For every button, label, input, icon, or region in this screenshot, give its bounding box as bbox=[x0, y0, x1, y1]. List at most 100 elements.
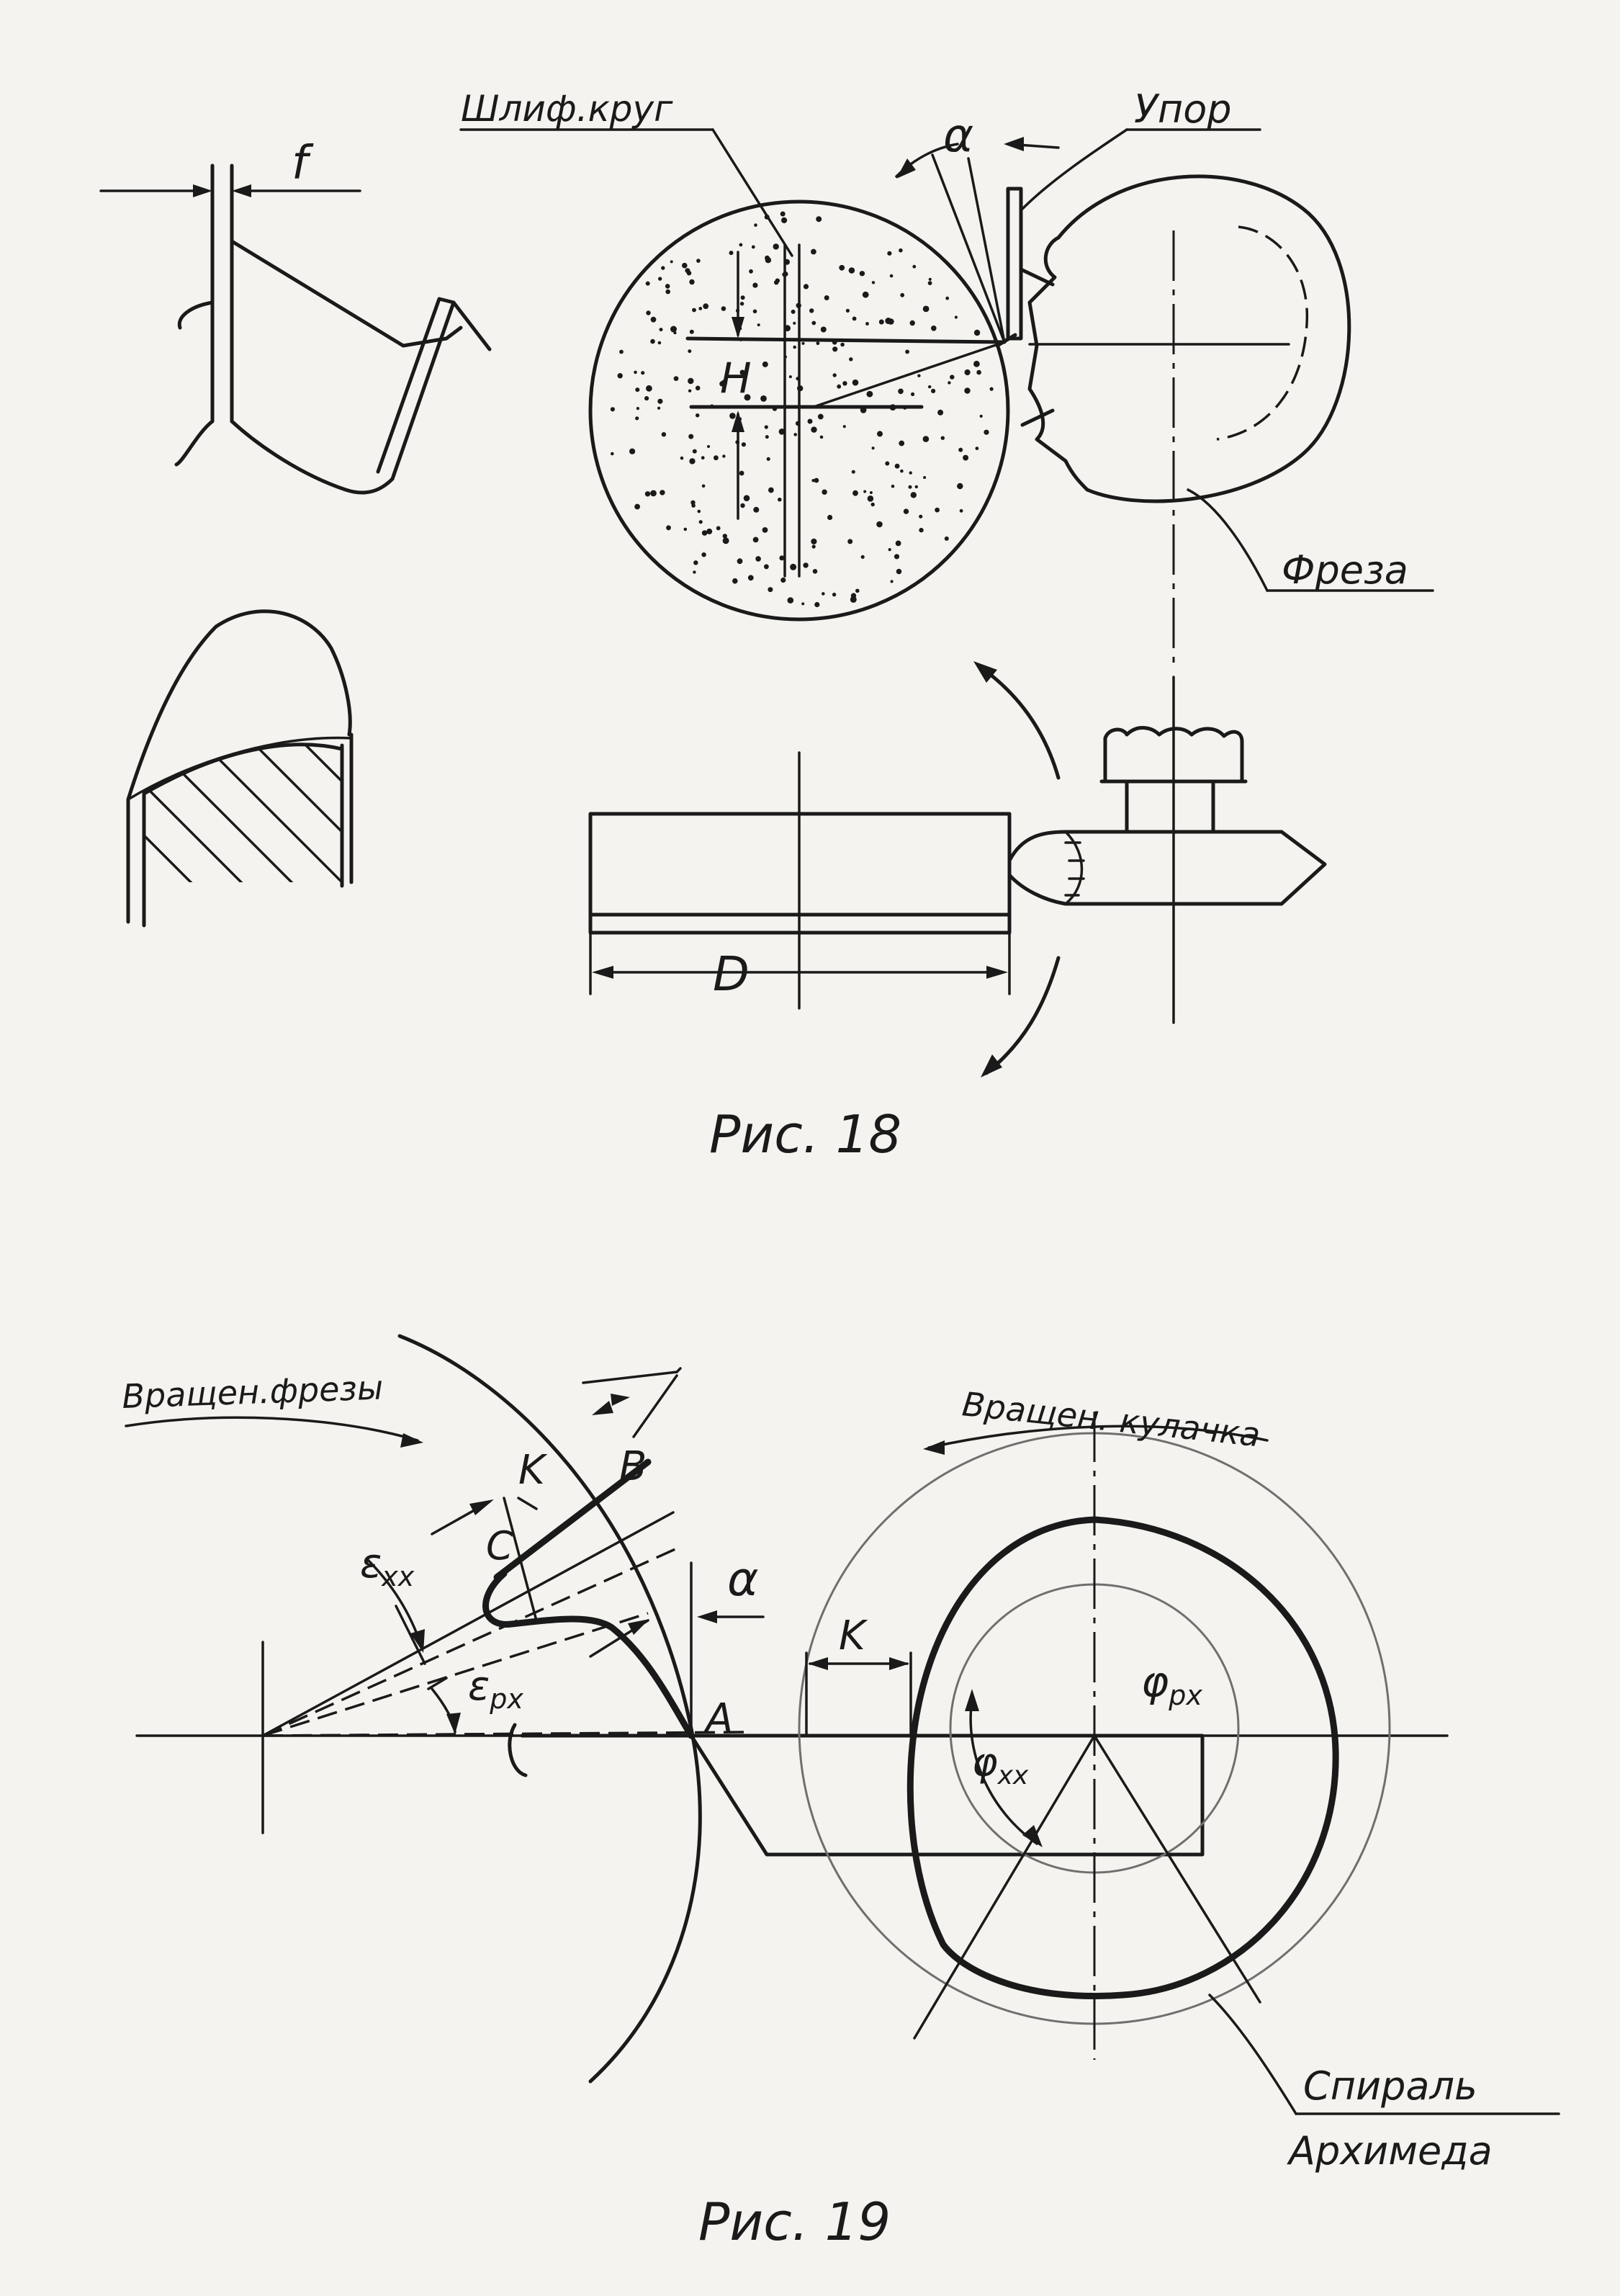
wheel-grain-dot bbox=[739, 369, 745, 375]
wheel-grain-dot bbox=[688, 377, 694, 385]
wheel-grain-dot bbox=[928, 277, 932, 281]
wheel-grain-dot bbox=[682, 262, 688, 269]
wheel-grain-dot bbox=[922, 436, 930, 442]
wheel-grain-dot bbox=[689, 458, 696, 465]
wheel-grain-dot bbox=[927, 281, 932, 285]
wheel-grain-dot bbox=[762, 527, 768, 533]
wheel-grain-dot bbox=[754, 223, 757, 227]
wheel-grain-dot bbox=[683, 527, 688, 532]
wheel-grain-dot bbox=[832, 373, 837, 377]
wheel-grain-dot bbox=[729, 251, 734, 256]
label-grinding-wheel: Шлиф.круг bbox=[461, 88, 673, 130]
wheel-grain-dot bbox=[914, 485, 919, 489]
wheel-grain-dot bbox=[634, 503, 640, 510]
wheel-grain-dot bbox=[688, 434, 694, 439]
wheel-grain-dot bbox=[819, 435, 824, 439]
wheel-grain-dot bbox=[917, 374, 921, 377]
label-eps-px: εpx bbox=[468, 1663, 523, 1715]
wheel-grain-dot bbox=[979, 414, 983, 418]
wheel-grain-dot bbox=[975, 447, 979, 450]
wheel-grain-dot bbox=[935, 507, 940, 513]
wheel-grain-dot bbox=[940, 436, 945, 440]
wheel-grain-dot bbox=[860, 555, 865, 559]
wheel-grain-dot bbox=[764, 425, 768, 429]
fig19-caption: Рис. 19 bbox=[698, 2192, 891, 2252]
wheel-grain-dot bbox=[768, 487, 774, 493]
wheel-grain-dot bbox=[766, 457, 770, 461]
wheel-grain-dot bbox=[701, 552, 706, 557]
wheel-grain-dot bbox=[752, 309, 757, 314]
wheel-grain-dot bbox=[670, 326, 677, 333]
wheel-grain-dot bbox=[661, 266, 665, 270]
label-D: D bbox=[713, 946, 750, 1002]
wheel-grain-dot bbox=[945, 296, 950, 300]
fig19-labels: Вращен.фрезы Вращен. кулачка εxx εpx K B… bbox=[121, 1368, 1560, 2174]
wheel-grain-dot bbox=[919, 527, 924, 533]
wheel-grain-dot bbox=[635, 387, 640, 393]
wheel-grain-dot bbox=[768, 587, 773, 593]
wheel-grain-dot bbox=[896, 568, 902, 575]
wheel-grain-dot bbox=[909, 320, 915, 326]
wheel-grain-dot bbox=[871, 281, 876, 284]
wheel-grain-dot bbox=[950, 375, 955, 380]
wheel-grain-dot bbox=[650, 316, 657, 323]
wheel-grain-dot bbox=[634, 370, 637, 375]
wheel-grain-dot bbox=[937, 409, 944, 416]
wheel-grain-dot bbox=[657, 341, 662, 345]
wheel-grain-dot bbox=[793, 433, 797, 436]
wheel-grain-dot bbox=[878, 319, 884, 325]
wheel-grain-dot bbox=[845, 308, 850, 313]
cutter-arc bbox=[397, 1334, 702, 2084]
wheel-grain-dot bbox=[617, 373, 623, 379]
wheel-grain-dot bbox=[807, 418, 813, 424]
wheel-grain-dot bbox=[752, 282, 758, 288]
wheel-grain-dot bbox=[757, 323, 760, 327]
cam-circles bbox=[798, 1412, 1391, 2060]
wheel-grain-dot bbox=[866, 390, 873, 398]
wheel-grain-dot bbox=[959, 508, 963, 513]
tooth-profile-detail: f bbox=[99, 137, 492, 495]
wheel-grain-dot bbox=[765, 255, 770, 261]
wheel-grain-dot bbox=[703, 303, 709, 310]
wheel-grain-dot bbox=[714, 455, 719, 461]
wheel-grain-dot bbox=[919, 514, 923, 519]
wheel-grain-dot bbox=[610, 407, 616, 412]
wheel-grain-dot bbox=[762, 361, 768, 367]
wheel-grain-dot bbox=[817, 413, 824, 420]
wheel-grain-dot bbox=[852, 379, 859, 386]
wheel-grain-dot bbox=[895, 540, 901, 547]
wheel-grain-dot bbox=[832, 592, 837, 597]
wheel-grain-dot bbox=[822, 592, 825, 596]
wheel-grain-dot bbox=[697, 509, 701, 514]
wheel-grain-dot bbox=[645, 281, 650, 286]
cam-profile bbox=[508, 1723, 1205, 1857]
wheel-grain-dot bbox=[641, 371, 645, 375]
wheel-grain-dot bbox=[729, 413, 736, 419]
wheel-grain-dot bbox=[894, 463, 900, 469]
wheel-grain-dot bbox=[707, 445, 710, 448]
wheel-grain-dot bbox=[852, 490, 858, 496]
label-eps-xx: εxx bbox=[360, 1541, 415, 1592]
wheel-grain-dot bbox=[859, 271, 865, 277]
wheel-grain-dot bbox=[876, 521, 883, 528]
wheel-grain-dot bbox=[885, 318, 892, 324]
wheel-grain-dot bbox=[824, 295, 829, 300]
wheel-grain-dot bbox=[911, 392, 915, 397]
label-K-dim: K bbox=[839, 1613, 868, 1659]
wheel-grain-dot bbox=[788, 375, 792, 379]
wheel-grain-dot bbox=[644, 491, 651, 497]
wheel-grain-dot bbox=[740, 503, 745, 508]
wheel-grain-dot bbox=[871, 447, 875, 450]
wheel-grain-dot bbox=[863, 490, 867, 493]
wheel-grain-dot bbox=[721, 380, 728, 386]
wheel-grain-dot bbox=[811, 248, 816, 255]
wheel-grain-dot bbox=[894, 554, 900, 560]
wheel-grain-dot bbox=[666, 525, 671, 531]
wheel-grain-dot bbox=[790, 563, 797, 570]
tooth-edges bbox=[431, 1367, 765, 1739]
wheel-grain-dot bbox=[650, 338, 655, 344]
wheel-grain-dot bbox=[781, 217, 788, 223]
wheel-grain-dot bbox=[749, 269, 753, 274]
wheel-grain-dot bbox=[958, 447, 963, 452]
